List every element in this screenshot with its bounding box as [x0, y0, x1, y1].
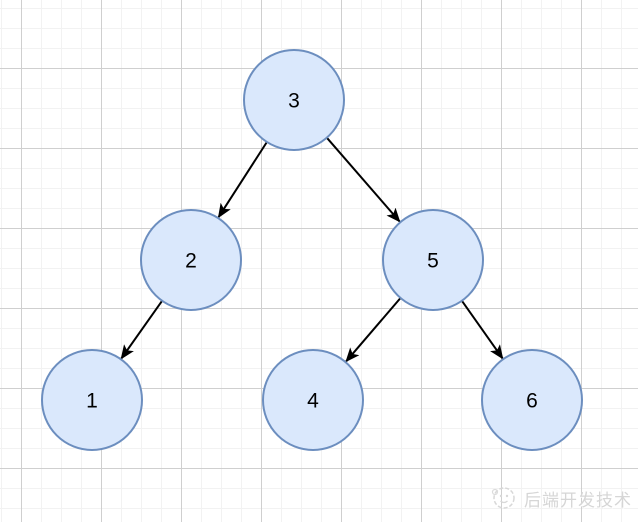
- tree-node-label-1: 1: [86, 389, 98, 412]
- tree-node-circle-4: [262, 349, 364, 451]
- watermark: 后端开发技术: [489, 484, 632, 512]
- tree-node-label-6: 6: [526, 389, 538, 412]
- watermark-text: 后端开发技术: [524, 490, 632, 510]
- tree-nodes-layer: 3 2 5 1 4 6: [41, 49, 583, 451]
- tree-node-label-5: 5: [427, 249, 439, 272]
- tree-node-circle-3: [243, 49, 345, 151]
- tree-node-4: 4: [262, 349, 364, 451]
- tree-node-circle-6: [481, 349, 583, 451]
- tree-node-label-2: 2: [185, 249, 197, 272]
- smiley-face-icon: [491, 487, 515, 509]
- tree-node-circle-5: [382, 209, 484, 311]
- tree-node-label-3: 3: [288, 89, 300, 112]
- tree-edge-3-to-2: [217, 141, 268, 217]
- tree-node-5: 5: [382, 209, 484, 311]
- tree-node-1: 1: [41, 349, 143, 451]
- tree-edges-layer: [120, 137, 504, 362]
- tree-node-6: 6: [481, 349, 583, 451]
- tree-edge-5-to-4: [346, 297, 402, 361]
- tree-node-2: 2: [140, 209, 242, 311]
- tree-node-circle-1: [41, 349, 143, 451]
- tree-edge-2-to-1: [120, 300, 163, 359]
- tree-node-label-4: 4: [307, 389, 319, 412]
- tree-node-circle-2: [140, 209, 242, 311]
- tree-edge-3-to-5: [326, 137, 400, 222]
- tree-node-3: 3: [243, 49, 345, 151]
- tree-edge-5-to-6: [461, 300, 504, 359]
